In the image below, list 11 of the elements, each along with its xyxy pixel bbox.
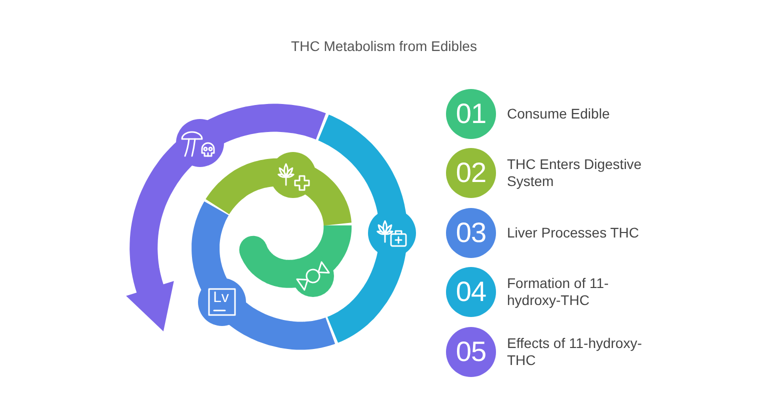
step-label: THC Enters Digestive System (507, 156, 643, 190)
step-number-circle: 01 (446, 89, 496, 139)
step-number-circle: 05 (446, 327, 496, 377)
step-label: Consume Edible (507, 106, 610, 122)
step-label: Effects of 11-hydroxy-THC (507, 335, 643, 369)
step-number-circle: 03 (446, 208, 496, 258)
step-label: Liver Processes THC (507, 224, 640, 242)
step-number-circle: 02 (446, 148, 496, 198)
step-number-circle: 04 (446, 267, 496, 317)
diagram-title: THC Metabolism from Edibles (291, 38, 477, 55)
step-label: Formation of 11-hydroxy-THC (507, 275, 610, 309)
